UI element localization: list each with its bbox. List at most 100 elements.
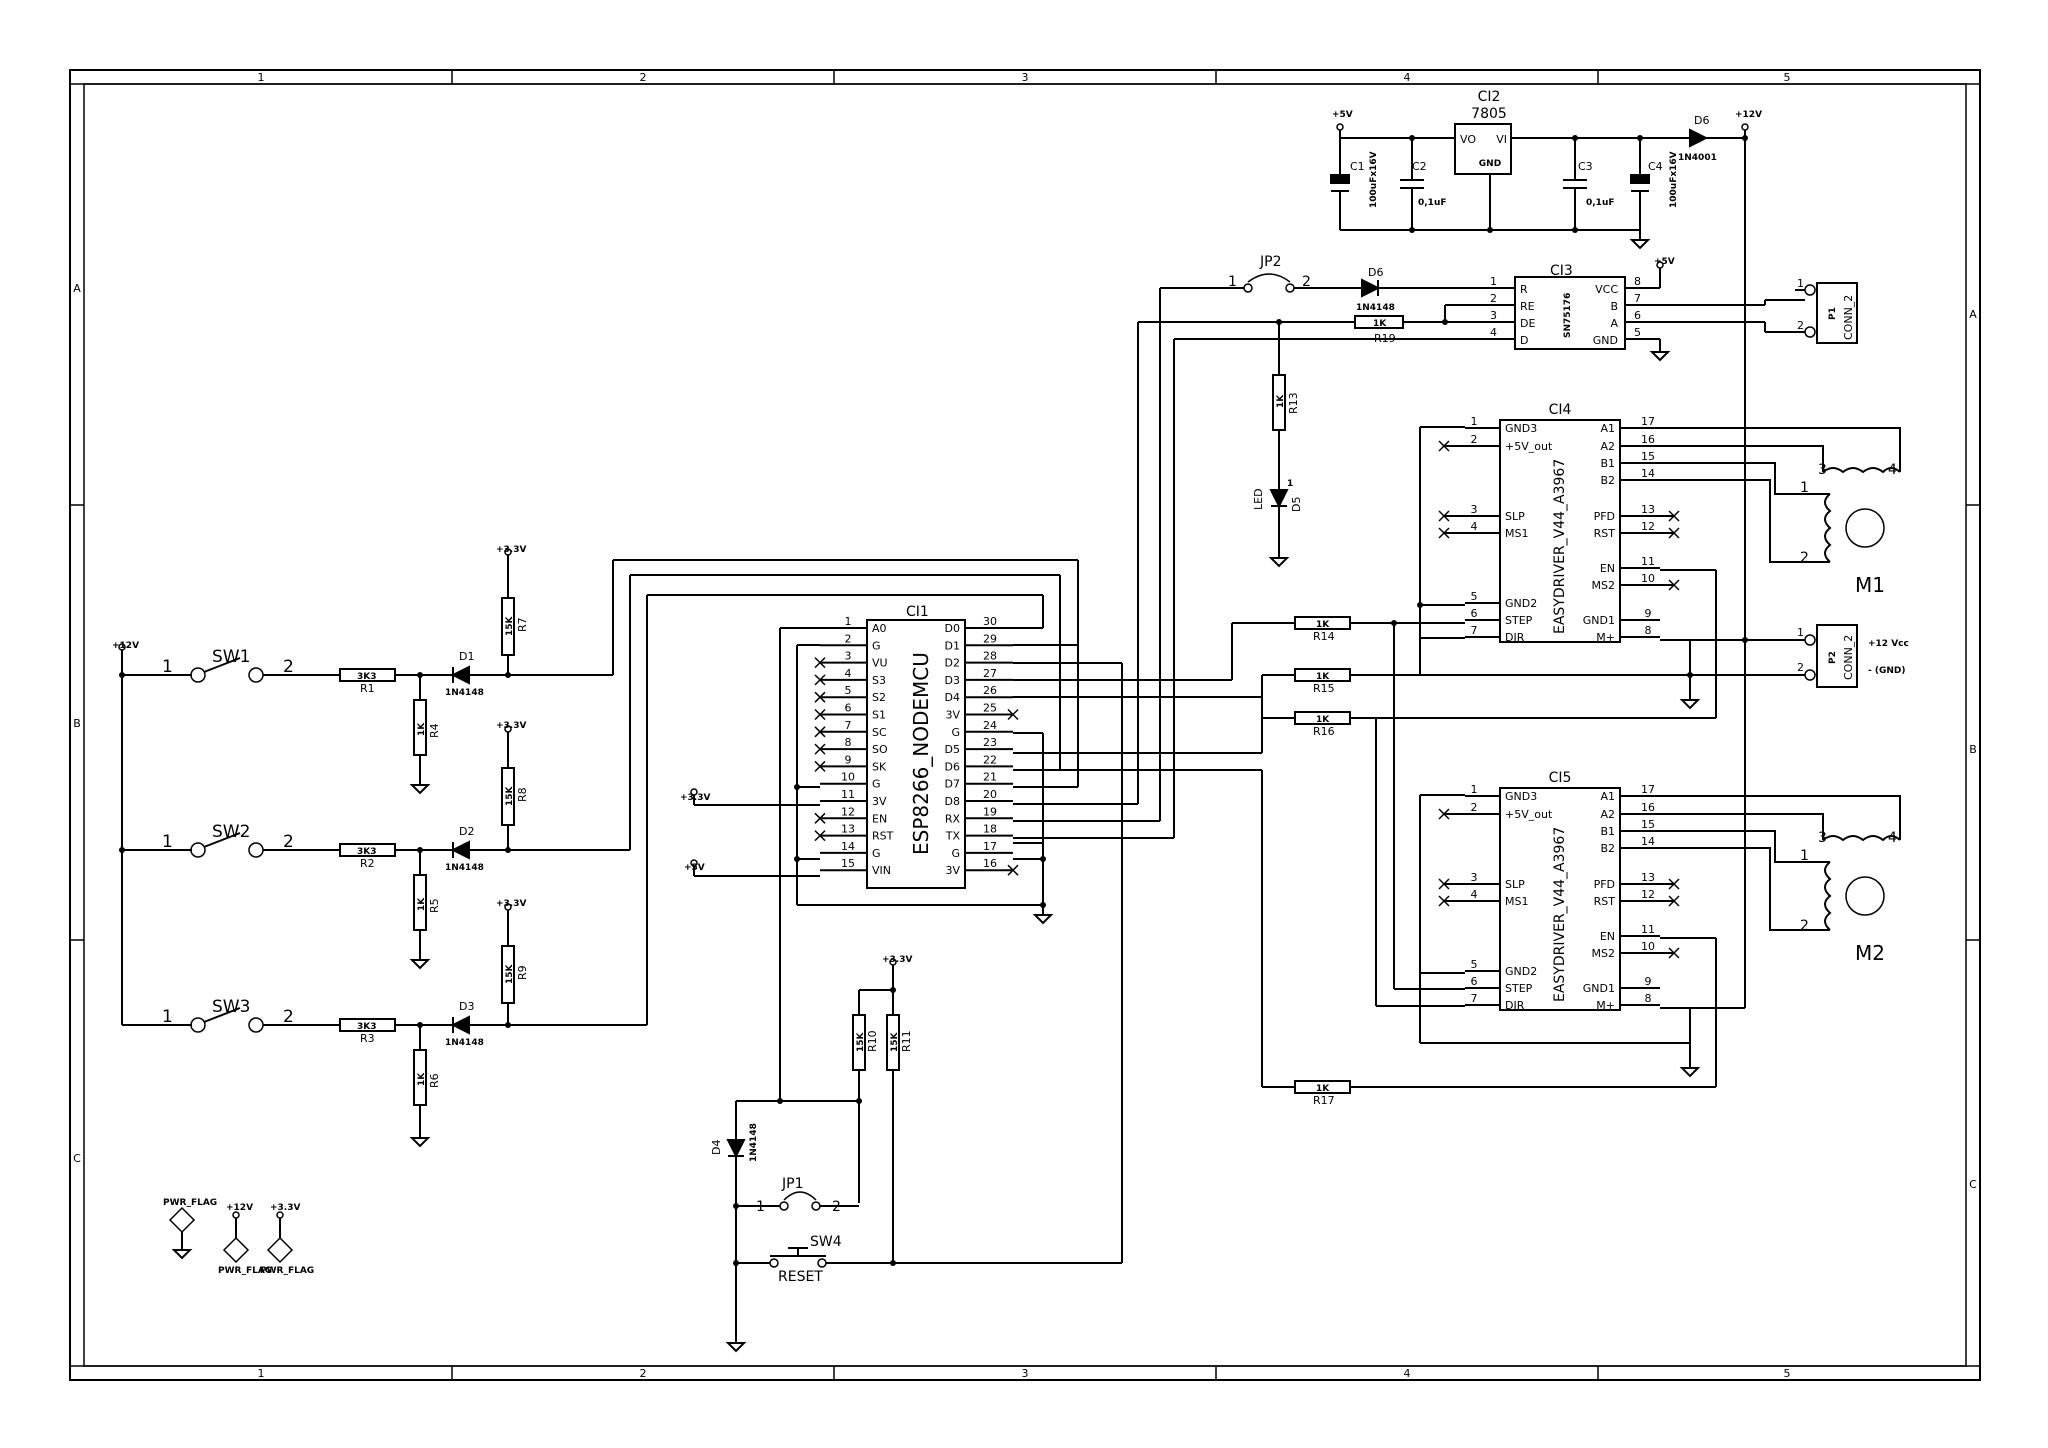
driver-pin-name: GND2 bbox=[1505, 965, 1537, 978]
r7-ref: R7 bbox=[516, 617, 529, 632]
driver-part: EASYDRIVER_V44_A3967 bbox=[1552, 459, 1568, 634]
mcu-pin-name: D4 bbox=[945, 691, 960, 704]
driver-pin-name: A2 bbox=[1600, 440, 1615, 453]
mcu-pin-name: 3V bbox=[945, 709, 960, 722]
mcu-pin-name: VU bbox=[872, 657, 888, 670]
driver-pin-name: A1 bbox=[1600, 790, 1615, 803]
jp2-ref: JP2 bbox=[1259, 254, 1281, 270]
mcu-pin-name: D3 bbox=[945, 674, 960, 687]
p2-label1: +12 Vcc bbox=[1868, 639, 1909, 649]
r11-value: 15K bbox=[890, 1031, 900, 1052]
coil-label: 4 bbox=[1888, 462, 1897, 478]
regulator-pin-gnd: GND bbox=[1479, 159, 1501, 169]
driver-pin-number: 2 bbox=[1471, 801, 1478, 814]
coil-label: 3 bbox=[1818, 830, 1827, 846]
mcu-pin-name: 3V bbox=[872, 795, 887, 808]
r7-value: 15K bbox=[505, 615, 515, 636]
p2-connector-group: 1 2 P2 CONN_2 +12 Vcc - (GND) bbox=[1690, 624, 1909, 688]
mcu-pin-name: SK bbox=[872, 760, 887, 773]
r1-value: 3K3 bbox=[357, 672, 377, 682]
sw2-ref: SW2 bbox=[212, 822, 250, 842]
p2-pin1: 1 bbox=[1797, 626, 1804, 639]
d5-ref: D5 bbox=[1290, 497, 1303, 512]
reset-power-label: +3.3V bbox=[882, 955, 912, 965]
d5-pin: 1 bbox=[1287, 479, 1293, 489]
sw1-pin2: 2 bbox=[283, 657, 294, 677]
driver-pin-number: 8 bbox=[1645, 992, 1652, 1005]
driver-pin-name: GND3 bbox=[1505, 790, 1537, 803]
mcu-section: CI1 ESP8266_NODEMCU 1A02G3VU4S35S26S17SC… bbox=[680, 288, 1295, 1263]
driver-pin-name: PFD bbox=[1594, 878, 1615, 891]
reset-section: +3.3V 15K R10 15K R11 D4 1N4148 JP1 1 2 bbox=[710, 955, 1122, 1352]
mcu-pin-number: 23 bbox=[983, 736, 997, 749]
power-flags: PWR_FLAG +12V PWR_FLAG +3.3V PWR_FLAG bbox=[163, 1198, 314, 1276]
driver-pin-name: GND2 bbox=[1505, 597, 1537, 610]
driver-chip bbox=[1499, 787, 1621, 1011]
driver-pin-number: 2 bbox=[1471, 433, 1478, 446]
driver-pin-name: B1 bbox=[1600, 457, 1615, 470]
driver-pin-number: 7 bbox=[1471, 624, 1478, 637]
regulator-value: 7805 bbox=[1471, 106, 1507, 122]
mcu-pin-number: 29 bbox=[983, 632, 997, 645]
regulator-pin-vi: VI bbox=[1496, 133, 1507, 146]
r17-ref: R17 bbox=[1313, 1094, 1335, 1107]
d6-value: 1N4148 bbox=[1356, 303, 1395, 313]
sw4-ref: SW4 bbox=[810, 1234, 842, 1250]
mcu-pin-number: 21 bbox=[983, 771, 997, 784]
r3-ref: R3 bbox=[360, 1032, 375, 1045]
pwr-flag-diamond bbox=[168, 1206, 196, 1234]
d3-ref: D3 bbox=[459, 1000, 474, 1013]
sw3-pin1: 1 bbox=[162, 1007, 173, 1027]
mcu-pin-number: 14 bbox=[841, 840, 855, 853]
mcu-pin-number: 24 bbox=[983, 719, 997, 732]
driver-pin-name: M+ bbox=[1596, 631, 1615, 644]
mcu-pin-number: 7 bbox=[845, 719, 852, 732]
r13-ref: R13 bbox=[1287, 392, 1300, 414]
row-label: B bbox=[73, 717, 81, 730]
p2-pin2: 2 bbox=[1797, 661, 1804, 674]
driver-pin-name: GND1 bbox=[1583, 614, 1615, 627]
driver-pin-name: EN bbox=[1600, 930, 1615, 943]
mcu-pin-name: D1 bbox=[945, 639, 960, 652]
column-label: 3 bbox=[1022, 71, 1029, 84]
c4-value: 100uFx16V bbox=[1669, 151, 1679, 208]
row-label: A bbox=[73, 282, 81, 295]
rs485-pin-num: 1 bbox=[1490, 275, 1497, 288]
r5-value: 1K bbox=[417, 897, 427, 911]
r16-value: 1K bbox=[1316, 715, 1330, 725]
driver-pin-name: PFD bbox=[1594, 510, 1615, 523]
driver-pin-name: RST bbox=[1594, 895, 1616, 908]
driver-pin-name: SLP bbox=[1505, 510, 1525, 523]
mcu-pin-name: A0 bbox=[872, 622, 887, 635]
driver-pin-name: RST bbox=[1594, 527, 1616, 540]
d3-value: 1N4148 bbox=[445, 1038, 484, 1048]
mcu-pin-number: 6 bbox=[845, 702, 852, 715]
mcu-pin-number: 15 bbox=[841, 857, 855, 870]
driver-pin-name: A2 bbox=[1600, 808, 1615, 821]
driver-pin-number: 13 bbox=[1641, 503, 1655, 516]
rs485-pin-name: DE bbox=[1520, 317, 1535, 330]
r8-ref: R8 bbox=[516, 787, 529, 802]
mcu-ref: CI1 bbox=[906, 604, 929, 620]
r6-ref: R6 bbox=[428, 1073, 441, 1088]
jp2-pin1: 1 bbox=[1228, 274, 1237, 290]
mcu-pin-name: G bbox=[951, 726, 960, 739]
mcu-chip bbox=[866, 619, 966, 889]
driver-pin-number: 12 bbox=[1641, 520, 1655, 533]
coil-label: 2 bbox=[1800, 918, 1809, 934]
driver-pin-name: STEP bbox=[1505, 614, 1533, 627]
driver-pin-name: DIR bbox=[1505, 631, 1525, 644]
driver-m2: CI5EASYDRIVER_V44_A39671GND32+5V_out3SLP… bbox=[1438, 770, 1901, 1012]
mcu-pin-name: D7 bbox=[945, 778, 960, 791]
p1-connector bbox=[1816, 282, 1858, 344]
driver-pin-name: EN bbox=[1600, 562, 1615, 575]
sw2-pin2: 2 bbox=[283, 832, 294, 852]
c1-ref: C1 bbox=[1350, 160, 1365, 173]
d1-ref: D1 bbox=[459, 650, 474, 663]
sheet-frame bbox=[69, 69, 1981, 1381]
rs485-part: SN75176 bbox=[1563, 293, 1573, 338]
mcu-pin-number: 2 bbox=[845, 632, 852, 645]
r14-ref: R14 bbox=[1313, 630, 1335, 643]
r15-value: 1K bbox=[1316, 672, 1330, 682]
